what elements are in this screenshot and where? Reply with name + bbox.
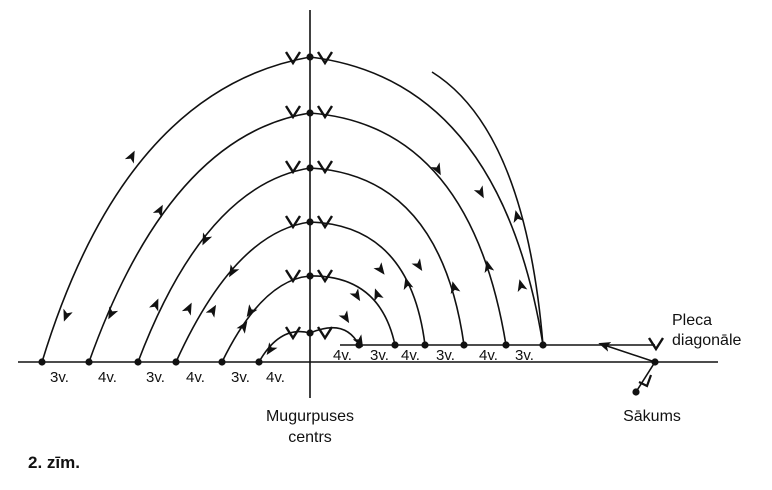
- center-label-line2: centrs: [288, 429, 332, 446]
- start-label: Sākums: [623, 408, 681, 425]
- direction-arrows: [63, 150, 528, 355]
- left-arch-2: [88, 112, 311, 363]
- arrow-up-1: [124, 150, 135, 164]
- left-arches: [41, 56, 311, 363]
- row-label-right: 4v.: [401, 347, 420, 364]
- arrow-r-up-1: [513, 210, 524, 224]
- v-mark: [284, 269, 302, 284]
- arrow-down-1: [63, 308, 73, 322]
- row-labels-right: 4v. 3v. 4v. 3v. 4v. 3v.: [333, 347, 534, 364]
- center-label-line1: Mugurpuses: [266, 408, 354, 425]
- shoulder-label-line1: Pleca: [672, 312, 712, 329]
- v-mark: [316, 269, 334, 284]
- v-mark: [284, 215, 302, 230]
- start-arc: [431, 71, 544, 346]
- right-arch-4: [309, 221, 426, 346]
- right-arches: [309, 56, 544, 346]
- right-arch-5: [309, 275, 396, 346]
- v-marks: [284, 51, 665, 352]
- row-label-right: 3v.: [515, 347, 534, 364]
- row-label-right: 3v.: [370, 347, 389, 364]
- right-arch-6: [309, 326, 360, 346]
- left-arch-6: [258, 330, 311, 363]
- v-mark: [284, 105, 302, 120]
- v-mark: [284, 326, 302, 341]
- left-arch-4: [175, 221, 311, 363]
- row-labels-left: 3v. 4v. 3v. 4v. 3v. 4v.: [50, 369, 285, 386]
- arrow-up-5: [205, 304, 217, 318]
- right-arch-3: [309, 167, 465, 346]
- stitch-points: [38, 53, 659, 396]
- v-mark: [284, 51, 302, 66]
- row-label-right: 4v.: [479, 347, 498, 364]
- v-mark: [316, 51, 334, 66]
- arrow-up-6: [236, 321, 248, 334]
- arrow-r-down-3: [411, 258, 423, 272]
- v-mark: [316, 215, 334, 230]
- row-label-left: 3v.: [50, 369, 69, 386]
- left-arch-5: [221, 275, 311, 363]
- shoulder-label-line2: diagonāle: [672, 332, 742, 349]
- arrow-r-down-2: [473, 185, 484, 199]
- left-arch-1: [41, 56, 311, 363]
- row-label-right: 4v.: [333, 347, 352, 364]
- arrow-up-3: [149, 298, 159, 312]
- arrow-up-4: [181, 302, 192, 316]
- row-label-left: 3v.: [146, 369, 165, 386]
- figure-caption: 2. zīm.: [28, 453, 80, 472]
- v-mark: [316, 105, 334, 120]
- row-label-left: 4v.: [186, 369, 205, 386]
- left-arch-3: [137, 167, 311, 363]
- start-path: [598, 342, 656, 393]
- v-mark: [284, 160, 302, 175]
- row-label-left: 4v.: [266, 369, 285, 386]
- row-label-left: 3v.: [231, 369, 250, 386]
- right-arch-2: [309, 112, 507, 346]
- v-mark: [647, 337, 665, 352]
- v-mark: [316, 160, 334, 175]
- v-mark: [316, 326, 334, 341]
- arrow-down-2: [108, 306, 119, 320]
- arrow-r-down-4: [373, 262, 385, 275]
- right-arch-1: [309, 56, 544, 346]
- arrow-r-up-3: [517, 279, 528, 293]
- row-label-left: 4v.: [98, 369, 117, 386]
- row-label-right: 3v.: [436, 347, 455, 364]
- arrow-r-down-6: [338, 310, 350, 324]
